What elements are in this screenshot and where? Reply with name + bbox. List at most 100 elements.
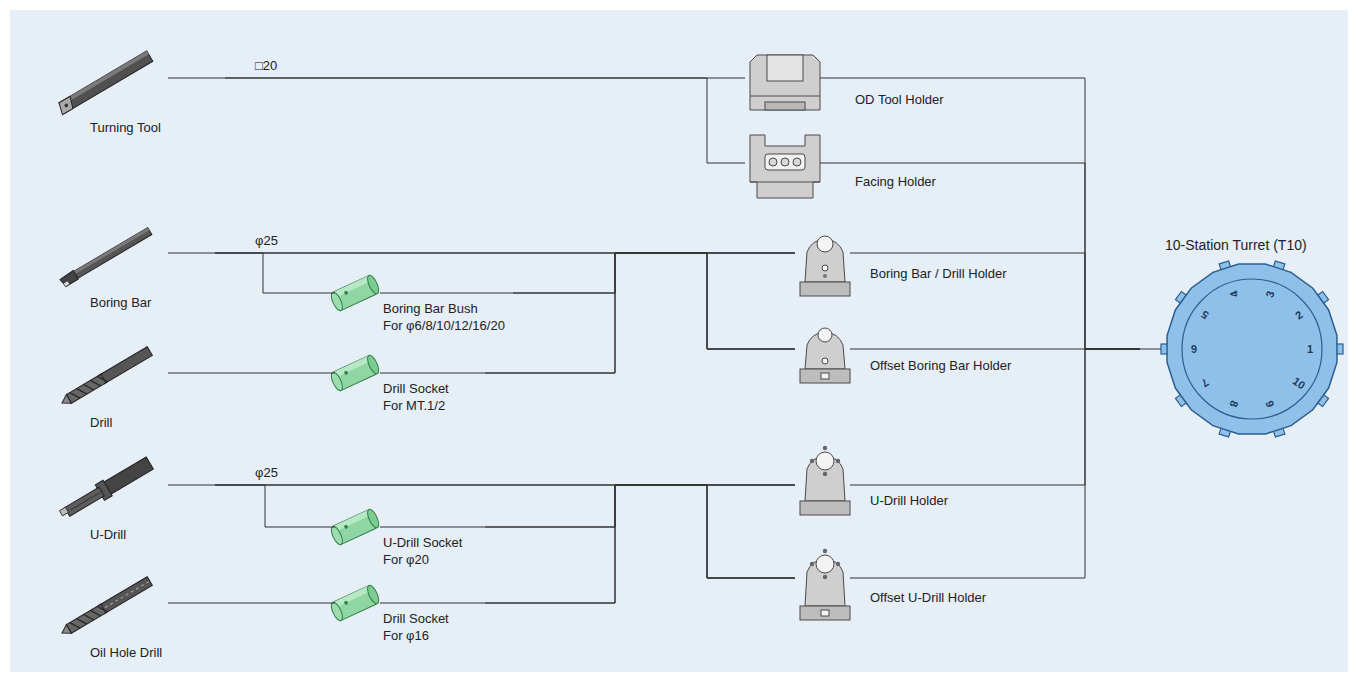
insert	[56, 96, 76, 114]
item-name: Drill Socket	[383, 611, 449, 626]
line-segment	[380, 527, 485, 528]
turret-title: 10-Station Turret (T10)	[1165, 237, 1307, 253]
item-name: Turning Tool	[90, 120, 161, 135]
item-name: U-Drill	[90, 527, 126, 542]
line-segment	[168, 485, 215, 486]
item-name: Boring Bar / Drill Holder	[870, 266, 1007, 281]
socket-item: U-Drill SocketFor φ20	[325, 500, 485, 572]
screw	[822, 358, 828, 364]
holder-item: Facing Holder	[745, 130, 944, 202]
line-segment	[850, 253, 1015, 254]
item-name: Drill Socket	[383, 381, 449, 396]
flute	[97, 373, 107, 385]
station-number: 6	[1191, 343, 1197, 355]
line-segment	[168, 603, 215, 604]
flute	[70, 620, 80, 632]
facing-holder-icon	[750, 135, 820, 198]
holder-base	[800, 501, 850, 515]
shape-part	[765, 102, 805, 110]
item-spec: For MT.1/2	[383, 398, 445, 413]
turret-item: 10-Station Turret (T10)	[1140, 232, 1350, 457]
shape-part	[66, 374, 106, 403]
flute	[90, 607, 100, 619]
node-illustration	[50, 343, 215, 434]
shape-part	[72, 228, 149, 275]
connector-line	[215, 603, 325, 604]
item-name: Offset U-Drill Holder	[870, 590, 986, 605]
connector-line	[1015, 253, 1140, 349]
screw	[823, 472, 827, 476]
dimension-label: φ25	[255, 465, 278, 480]
set-screw	[344, 290, 349, 295]
shape-part	[59, 271, 78, 288]
shape-part	[750, 182, 820, 183]
flute	[97, 603, 107, 615]
background-panel	[10, 10, 1348, 672]
shape-part	[329, 291, 345, 313]
line-segment	[850, 578, 994, 579]
shape-part	[103, 457, 153, 495]
connector-line	[485, 485, 795, 527]
insert	[63, 281, 69, 287]
shape-part	[66, 604, 106, 633]
socket-icon	[329, 584, 381, 622]
tool-item: U-Drill	[50, 455, 215, 546]
set-screw	[344, 524, 349, 529]
item-name: Boring Bar	[90, 295, 151, 310]
drill-tool-icon	[59, 347, 152, 408]
flute	[84, 381, 94, 393]
shape-part	[821, 610, 829, 616]
node-illustration	[795, 540, 994, 628]
shape-part	[71, 493, 100, 510]
shape-part	[72, 228, 152, 280]
connector-line	[952, 78, 1140, 349]
holder-base	[800, 369, 850, 383]
flute	[77, 385, 87, 397]
flute	[84, 611, 94, 623]
line-segment	[820, 163, 944, 164]
connector-line	[994, 349, 1140, 578]
connector-line	[944, 163, 1140, 349]
item-name: U-Drill Socket	[383, 535, 462, 550]
screw	[781, 158, 789, 166]
line-segment	[325, 293, 335, 294]
tool-item: Oil Hole Drill	[50, 573, 215, 664]
screw	[823, 446, 827, 450]
line-segment	[168, 373, 215, 374]
insert	[59, 507, 68, 516]
holder-item: Offset U-Drill Holder	[795, 540, 994, 628]
connector-line	[215, 485, 795, 578]
item-name: OD Tool Holder	[855, 92, 944, 107]
bore-tool-icon	[59, 227, 152, 288]
connector-line	[485, 253, 795, 373]
line-segment	[820, 78, 952, 79]
line-segment	[850, 485, 956, 486]
shape-part	[765, 154, 805, 170]
line-segment	[325, 527, 335, 528]
connector-line	[485, 485, 795, 578]
item-name: Offset Boring Bar Holder	[870, 358, 1011, 373]
holder-base	[800, 282, 850, 296]
node-illustration	[795, 315, 1019, 391]
turret-ring	[1182, 279, 1322, 419]
dimension-label: □20	[255, 58, 277, 73]
line-segment	[380, 603, 485, 604]
bore-hole	[816, 452, 834, 470]
line-segment	[380, 373, 485, 374]
socket-item: Drill SocketFor MT.1/2	[325, 345, 485, 417]
line-segment	[168, 253, 215, 254]
shape-part	[365, 274, 381, 296]
shape-part	[767, 55, 803, 81]
screw	[836, 562, 840, 566]
line-segment	[850, 349, 1019, 350]
item-spec: For φ6/8/10/12/16/20	[383, 318, 505, 333]
line-segment	[325, 603, 335, 604]
turn-tool-icon	[56, 51, 152, 115]
shape-part	[99, 577, 152, 614]
shape-part	[365, 354, 381, 376]
line-segment	[168, 78, 225, 79]
shape-part	[750, 96, 820, 97]
tool-item: Drill	[50, 343, 215, 434]
